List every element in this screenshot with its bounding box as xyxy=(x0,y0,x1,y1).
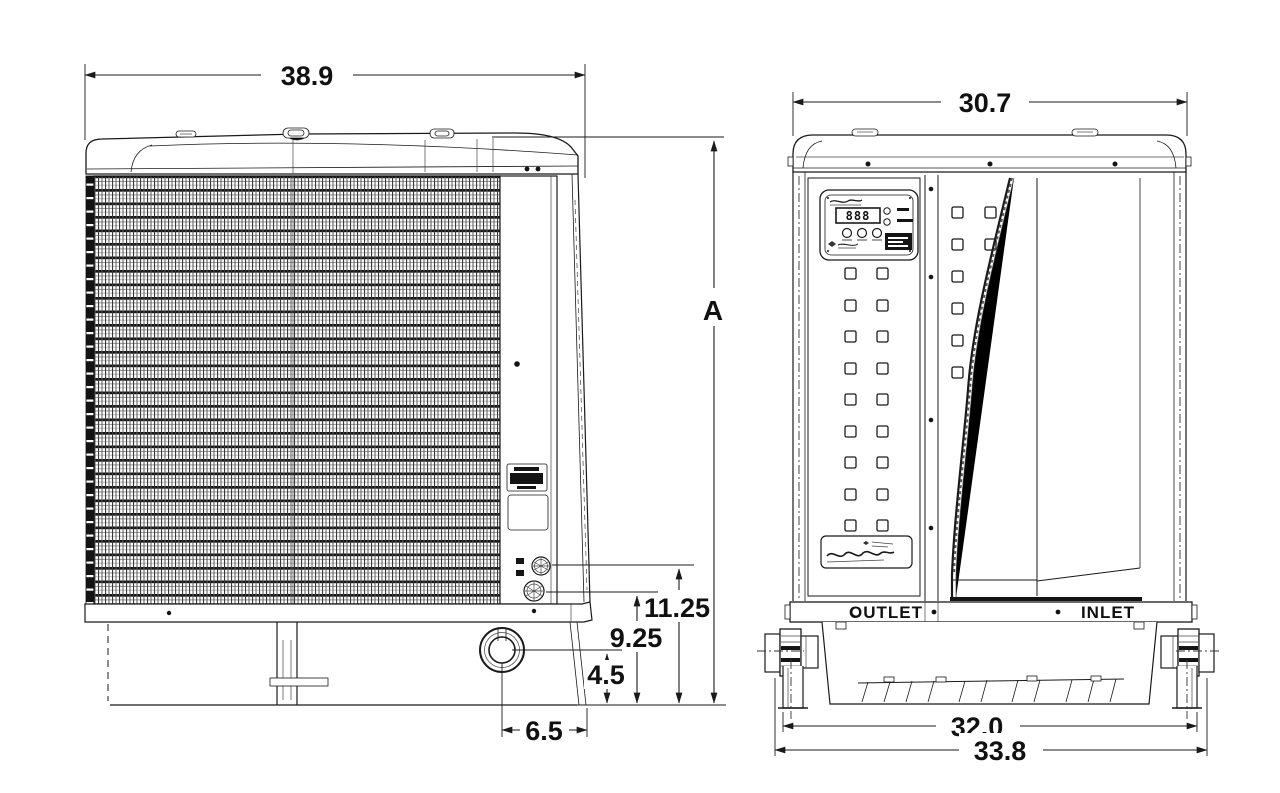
dim-height-a: A xyxy=(492,136,733,704)
dim-height-a-value: A xyxy=(703,295,723,326)
control-panel: 888 xyxy=(819,189,919,261)
leg-channel xyxy=(269,622,329,705)
cap-clip-right xyxy=(1071,128,1099,137)
left-foot xyxy=(778,660,808,719)
dim-side-width-value: 38.9 xyxy=(281,61,334,91)
side-outer-edge xyxy=(571,173,591,603)
fan-vent-lower xyxy=(523,580,545,602)
front-view: 30.7 xyxy=(757,85,1222,766)
coil-fin-edge xyxy=(85,175,95,605)
cap-clip-left xyxy=(851,128,879,137)
dim-drain-offset-value: 6.5 xyxy=(525,716,563,746)
dim-upper-port-value: 11.25 xyxy=(644,593,710,623)
led-indicators xyxy=(883,207,913,226)
fan-vent-upper xyxy=(531,556,551,576)
evaporator-coil xyxy=(85,175,501,605)
temperature-display: 888 xyxy=(835,207,881,224)
outlet-label: OUTLET xyxy=(849,603,923,622)
side-bottom-rail xyxy=(84,601,593,623)
dim-drain-height-value: 4.5 xyxy=(587,660,625,690)
dim-drain-height: 4.5 xyxy=(512,649,630,704)
dim-base-width-value: 33.8 xyxy=(974,736,1027,766)
base-pan-side xyxy=(107,621,587,737)
brand-label xyxy=(820,535,913,569)
side-top-cap xyxy=(85,127,579,175)
divider-strip xyxy=(924,175,939,601)
barcode-label xyxy=(885,233,912,250)
front-right-panels xyxy=(950,177,1142,601)
rating-label xyxy=(507,494,549,531)
front-top-cap xyxy=(787,128,1192,173)
inlet-pipe-fitting xyxy=(1160,628,1222,677)
dim-front-width: 30.7 xyxy=(792,85,1188,136)
side-view: 38.9 A 11.25 9.25 4.5 xyxy=(84,58,733,746)
side-right-panel xyxy=(499,166,558,605)
pan-rib-band xyxy=(857,675,1125,703)
dim-front-width-value: 30.7 xyxy=(959,88,1012,118)
cap-clip-center xyxy=(282,127,310,141)
inlet-label: INLET xyxy=(1081,603,1135,622)
outlet-inlet-bar: OUTLET INLET xyxy=(784,601,1198,623)
pentair-logo xyxy=(828,241,859,249)
cap-clip-right xyxy=(429,128,455,139)
panel-buttons xyxy=(841,227,883,241)
front-door-panel: 888 xyxy=(807,177,921,597)
dim-lower-port-value: 9.25 xyxy=(610,623,663,653)
panel-seam-curve xyxy=(950,177,1015,598)
dim-side-width: 38.9 xyxy=(84,58,586,178)
display-value: 888 xyxy=(846,209,871,223)
cap-clip-left xyxy=(175,130,197,138)
outlet-port-icon xyxy=(851,607,861,617)
base-pan-front xyxy=(821,621,1158,705)
warning-label xyxy=(506,463,548,492)
dim-base-width: 33.8 xyxy=(774,678,1208,766)
right-corner-post xyxy=(1173,172,1187,601)
ultratemp-logo xyxy=(829,199,863,206)
dim-lower-port-height: 9.25 xyxy=(546,591,666,704)
left-corner-post xyxy=(792,172,806,601)
dim-upper-port-height: 11.25 xyxy=(552,564,712,704)
dim-drain-offset: 6.5 xyxy=(501,708,588,746)
door-vents xyxy=(844,267,889,532)
right-foot xyxy=(1172,660,1202,719)
